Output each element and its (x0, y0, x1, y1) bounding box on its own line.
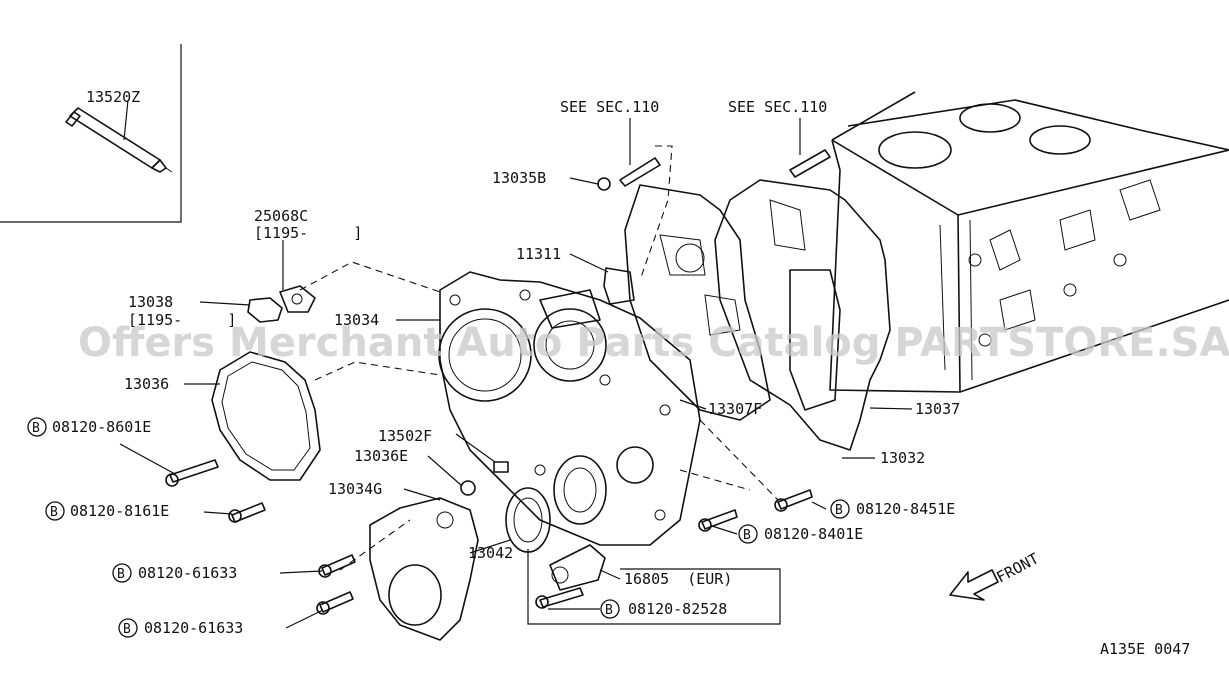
gasket-13032[interactable] (714, 179, 891, 451)
label-11311: 11311 (516, 245, 561, 263)
label-see-sec-110-b[interactable]: SEE SEC.110 (728, 98, 827, 116)
label-16805-eur: 16805 (EUR) (624, 570, 732, 588)
label-08120-61633-a: B 08120-61633 (112, 563, 237, 583)
gasket-13038[interactable] (247, 297, 283, 323)
labels: SEE SEC.110 SEE SEC.110 13035B 25068C [1… (124, 98, 960, 588)
label-13520Z: 13520Z (86, 88, 140, 106)
svg-text:08120-8451E: 08120-8451E (856, 500, 955, 518)
sensor-16805[interactable] (549, 544, 606, 591)
label-see-sec-110-a[interactable]: SEE SEC.110 (560, 98, 659, 116)
label-13034: 13034 (334, 311, 379, 329)
oil-seal-13042[interactable] (505, 455, 607, 553)
label-08120-8401E: B 08120-8401E (738, 524, 863, 544)
bolt-8161E[interactable] (228, 502, 266, 523)
label-13035B: 13035B (492, 169, 546, 187)
bolt-marker: B (123, 622, 131, 637)
leader-lines (119, 118, 913, 629)
gasket-13036[interactable] (211, 351, 321, 481)
front-cover-13034[interactable] (438, 271, 701, 546)
bolt-marker: B (117, 567, 125, 582)
label-08120-82528: B 08120-82528 (600, 599, 727, 619)
label-13036: 13036 (124, 375, 169, 393)
pin-13502F[interactable] (493, 461, 509, 473)
svg-text:08120-82528: 08120-82528 (628, 600, 727, 618)
front-label: FRONT (993, 549, 1041, 586)
front-arrow-icon (949, 569, 999, 601)
alignment-lines (299, 145, 779, 571)
bolt-labels: B 08120-8601E B 08120-8161E B 08120-8451… (27, 417, 955, 638)
label-13032: 13032 (880, 449, 925, 467)
svg-text:08120-61633: 08120-61633 (144, 619, 243, 637)
label-13502F: 13502F (378, 427, 432, 445)
label-13037: 13037 (915, 400, 960, 418)
label-13034G: 13034G (328, 480, 382, 498)
bolt-61633-lower[interactable] (316, 591, 354, 615)
watermark-text: Offers Merchant Auto Parts Catalog PARTS… (78, 320, 1229, 366)
bolt-marker: B (835, 503, 843, 518)
label-08120-8601E: B 08120-8601E (27, 417, 151, 437)
inset-box (0, 44, 182, 223)
svg-text:08120-8601E: 08120-8601E (52, 418, 151, 436)
label-13036E: 13036E (354, 447, 408, 465)
svg-text:08120-8161E: 08120-8161E (70, 502, 169, 520)
gasket-11311[interactable] (603, 267, 635, 305)
label-13038-date: [1195- ] (128, 311, 236, 329)
label-25068C: 25068C (254, 207, 308, 225)
sealant-tube-13520Z[interactable] (65, 99, 173, 173)
plate-13307F[interactable] (624, 184, 771, 421)
bolt-marker: B (32, 421, 40, 436)
bolt-82528[interactable] (535, 587, 584, 609)
label-13042: 13042 (468, 544, 513, 562)
label-08120-8161E: B 08120-8161E (45, 501, 169, 521)
diagram-code: A135E 0047 (1100, 640, 1190, 658)
gasket-25068C[interactable] (279, 285, 316, 313)
bolt-8601E[interactable] (165, 459, 219, 487)
bolt-marker: B (743, 528, 751, 543)
label-08120-8451E: B 08120-8451E (830, 499, 955, 519)
label-08120-61633-b: B 08120-61633 (118, 618, 243, 638)
eur-callout-box (527, 549, 781, 625)
label-13307F: 13307F (708, 400, 762, 418)
svg-text:08120-8401E: 08120-8401E (764, 525, 863, 543)
bolt-marker: B (50, 505, 58, 520)
washer-13036E[interactable] (460, 480, 476, 496)
bolt-8451E[interactable] (774, 489, 813, 512)
bolt-8401E[interactable] (698, 509, 738, 532)
stud-left[interactable] (789, 149, 831, 178)
nut-13035B[interactable] (597, 157, 661, 191)
engine-block (829, 91, 1229, 393)
label-25068C-date: [1195- ] (254, 224, 362, 242)
bolt-61633-upper[interactable] (318, 554, 356, 578)
label-13038: 13038 (128, 293, 173, 311)
cover-13034G[interactable] (369, 497, 479, 641)
bolt-marker: B (605, 603, 613, 618)
svg-text:08120-61633: 08120-61633 (138, 564, 237, 582)
